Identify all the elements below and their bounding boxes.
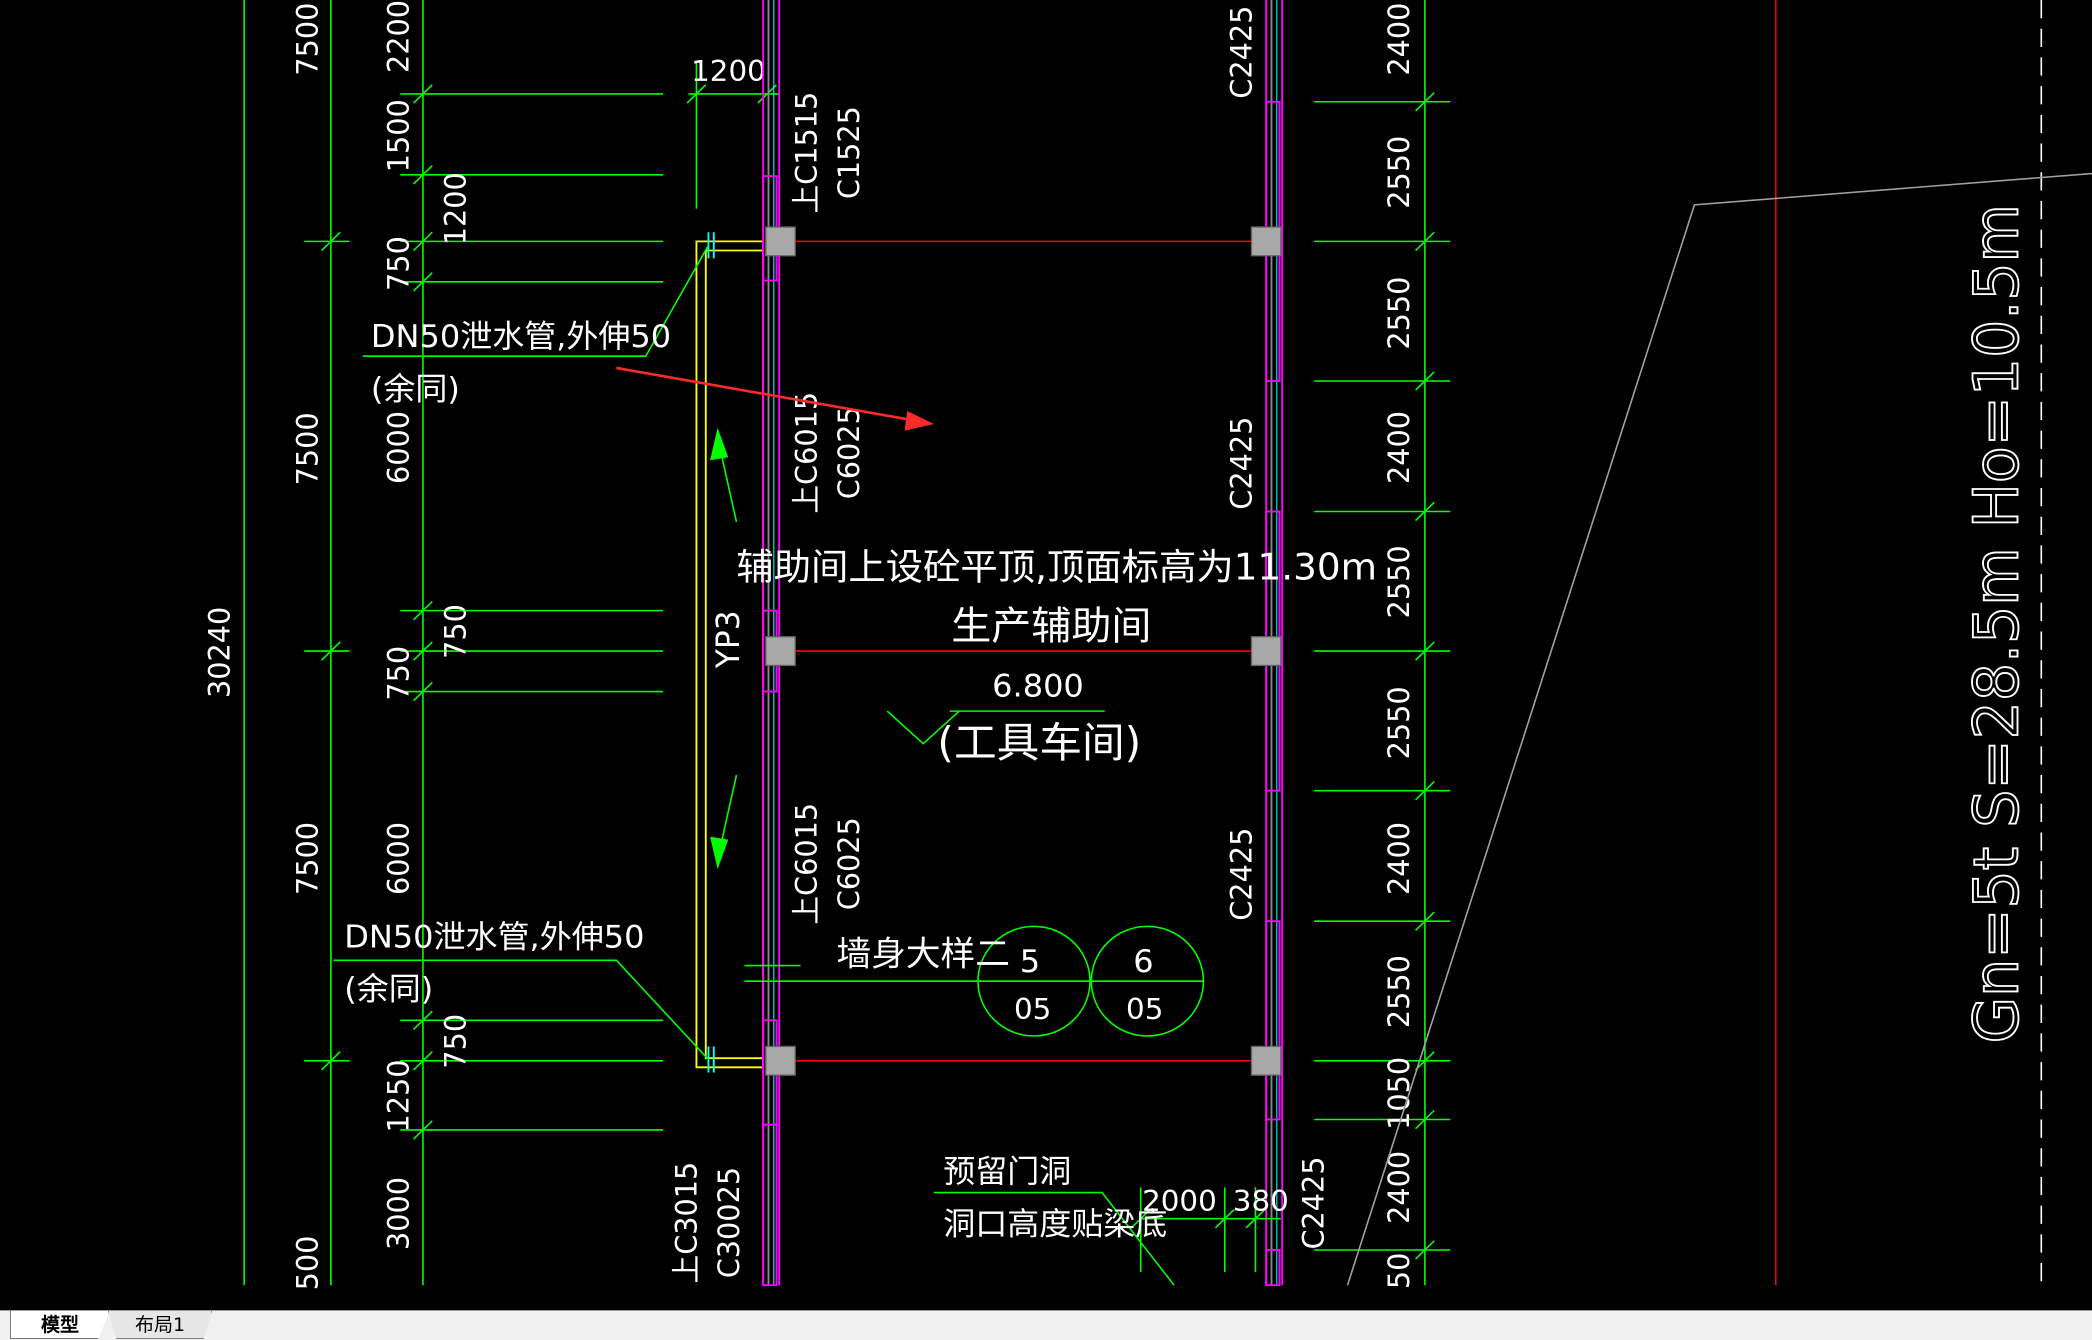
dim-left-9: 1250 (381, 1060, 415, 1133)
roof-note: 辅助间上设砼平顶,顶面标高为11.30m (736, 546, 1377, 589)
door-note-leader (933, 1187, 1281, 1286)
layout-tab-bar: 模型 布局1 (0, 1310, 2092, 1340)
bay-dimension-3: 7500 (290, 822, 324, 895)
dim-right-7: 2400 (1382, 822, 1416, 895)
dim-left-3: 750 (381, 236, 415, 291)
window-label-4a: 上C3015 (669, 1162, 703, 1284)
dim-left-4: 6000 (381, 411, 415, 484)
door-note-line2: 洞口高度贴梁底 (943, 1207, 1167, 1243)
left-dimension-lines (400, 0, 664, 1286)
detail-bubble-1-bottom: 05 (1014, 992, 1051, 1026)
drain-note-2-line1: DN50泄水管,外伸50 (344, 920, 644, 956)
detail-bubble-2-bottom: 05 (1126, 992, 1163, 1026)
right-wall-windows (1265, 100, 1281, 1287)
left-wall-windows (762, 175, 778, 1287)
right-window-label-4: C2425 (1296, 1156, 1330, 1249)
wall-detail-texts: 墙身大样二 5 05 6 05 (837, 935, 1164, 1026)
room-elevation: 6.800 (992, 669, 1084, 705)
room-labels: 辅助间上设砼平顶,顶面标高为11.30m 生产辅助间 6.800 (工具车间) (736, 546, 1377, 767)
total-length-dimension: 30240 (202, 607, 236, 698)
drain-note-texts: DN50泄水管,外伸50 (余同) DN50泄水管,外伸50 (余同) (344, 319, 671, 1007)
dim-right-1: 2400 (1382, 3, 1416, 76)
dim-left-1: 2200 (381, 0, 415, 73)
dim-right-3: 2550 (1382, 277, 1416, 350)
drain-note-1-line2: (余同) (371, 372, 460, 408)
room-subname: (工具车间) (937, 718, 1141, 766)
dim-right-2: 2550 (1382, 136, 1416, 209)
dim-right-8: 2550 (1382, 955, 1416, 1028)
detail-bubble-1-top: 5 (1020, 944, 1040, 980)
detail-bubble-2-top: 6 (1133, 944, 1153, 980)
window-label-2a: 上C6015 (789, 392, 823, 514)
cad-drawing-canvas[interactable]: 30240 7500 7500 7500 2200 1500 750 6000 … (0, 0, 2092, 1310)
dim-right-9: 1050 (1382, 1057, 1416, 1130)
axis-lines (780, 0, 1777, 1286)
tab-layout-1[interactable]: 布局1 (108, 1311, 212, 1339)
door-note-texts: 预留门洞 洞口高度贴梁底 2000 380 (943, 1154, 1289, 1242)
dim-left-7: 6000 (381, 822, 415, 895)
right-window-label-3: C2425 (1224, 828, 1258, 921)
dim-left-2: 1500 (381, 99, 415, 172)
dim-right-6: 2550 (1382, 686, 1416, 759)
door-note-line1: 预留门洞 (943, 1154, 1071, 1190)
elevation-symbol (886, 710, 1105, 745)
window-label-1a: 上C1515 (789, 92, 823, 214)
bay-dimension-2: 7500 (290, 412, 324, 485)
drain-note-leaders (333, 244, 710, 1061)
dim-right-11: 50 (1382, 1253, 1416, 1290)
bay-dimension-1: 7500 (290, 3, 324, 76)
window-label-3a: 上C6015 (789, 803, 823, 925)
left-dimension-texts: 2200 1500 750 6000 750 750 6000 750 1250… (290, 0, 472, 1290)
drain-note-1-line1: DN50泄水管,外伸50 (371, 319, 671, 355)
dim-left-10: 3000 (381, 1177, 415, 1250)
right-window-label-2: C2425 (1224, 417, 1258, 510)
door-side-dim: 380 (1233, 1184, 1289, 1218)
right-dimension-lines (1314, 0, 1451, 1286)
slope-arrows (710, 427, 738, 870)
tab-model[interactable]: 模型 (10, 1311, 110, 1339)
window-label-4b: C30025 (712, 1167, 746, 1278)
dim-left-8: 750 (438, 1014, 472, 1069)
red-annotation-arrow (616, 366, 934, 431)
room-name: 生产辅助间 (951, 604, 1151, 649)
dim-right-5: 2550 (1382, 545, 1416, 618)
window-label-2b: C6025 (832, 406, 866, 499)
left-window-labels: 上C1515 C1525 上C6015 C6025 上C6015 C6025 上… (669, 92, 866, 1284)
wall-detail-callout (744, 925, 1205, 1037)
window-label-1b: C1525 (832, 106, 866, 199)
dim-right-4: 2400 (1382, 411, 1416, 484)
dim-inner-top-height: 1200 (438, 172, 472, 245)
crane-area-lines (1346, 0, 2092, 1286)
window-label-3b: C6025 (832, 817, 866, 910)
right-window-labels: C2425 C2425 C2425 C2425 (1224, 6, 1330, 1250)
gutter-label: YP3 (711, 610, 747, 669)
door-width-dim: 2000 (1142, 1184, 1217, 1218)
dim-left-5: 750 (438, 604, 472, 659)
crane-note: Gn=5t S=28.5m Ho=10.5m (1962, 204, 2033, 1043)
wall-detail-label: 墙身大样二 (837, 935, 1010, 975)
dim-left-11: 500 (290, 1236, 324, 1291)
far-left-dimension-lines (243, 0, 350, 1286)
right-dimension-texts: 2400 2550 2550 2400 2550 2550 2400 2550 … (1382, 3, 1416, 1289)
dim-left-6: 750 (381, 646, 415, 701)
dim-inner-top-width: 1200 (691, 54, 766, 88)
drain-note-2-line2: (余同) (344, 972, 433, 1008)
structural-columns (765, 226, 1282, 1076)
right-window-label-1: C2425 (1224, 6, 1258, 99)
